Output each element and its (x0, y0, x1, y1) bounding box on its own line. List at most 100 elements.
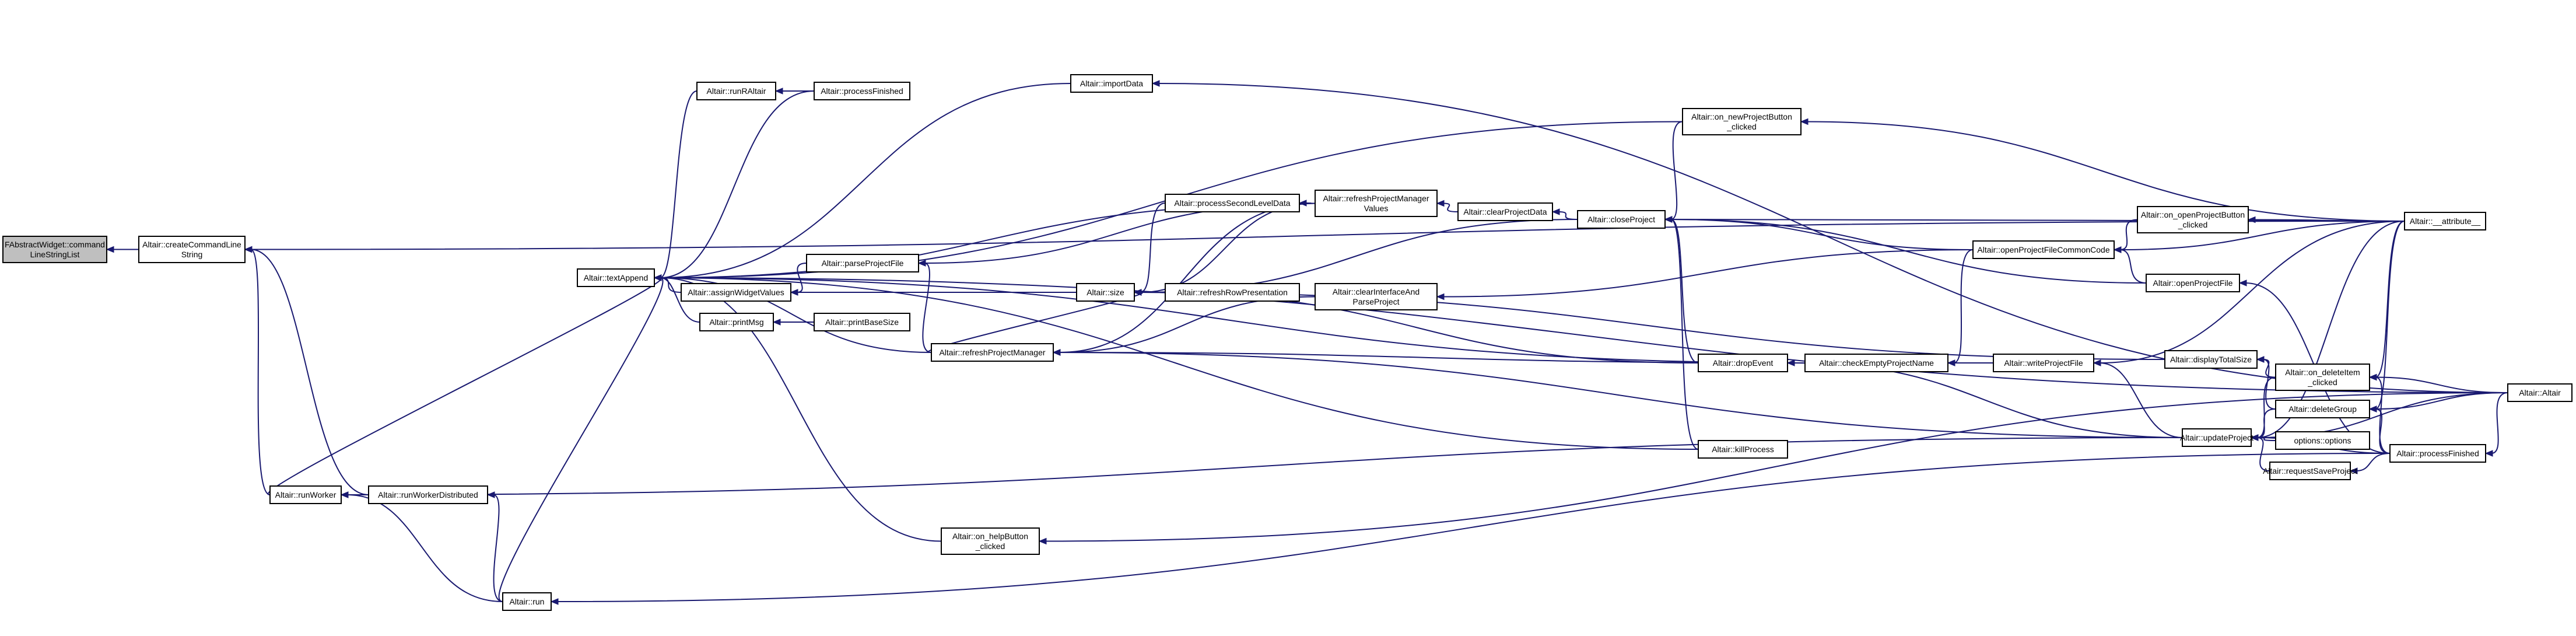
edge-attribute-to-deleteGroup (2375, 221, 2405, 410)
arrowhead-updateProject-to-dropEvent (1786, 359, 1795, 366)
node-box-runWorkerDist (368, 485, 488, 504)
node-label-printMsg-0: Altair::printMsg (709, 317, 763, 327)
node-label-updateProject-0: Altair::updateProject (2180, 433, 2253, 442)
arrowhead-altair-to-onDeleteItem (2368, 373, 2377, 381)
edge-openProjectFile-to-closeProject (1670, 219, 2147, 284)
edge-killProcess-to-closeProject (1670, 219, 1699, 450)
node-box-printBaseSize (814, 313, 910, 331)
node-assignWidget[interactable]: Altair::assignWidgetValues (681, 283, 791, 302)
node-displayTotal[interactable]: Altair::displayTotalSize (2164, 350, 2258, 369)
node-printBaseSize[interactable]: Altair::printBaseSize (814, 313, 910, 331)
edge-openCommon-to-checkEmpty (1953, 249, 1974, 364)
node-box-attribute (2404, 212, 2486, 230)
node-label-onHelp-1: _clicked (975, 541, 1005, 551)
node-onNewProject[interactable]: Altair::on_newProjectButton_clicked (1682, 108, 1802, 135)
node-box-processFinished2 (2389, 444, 2486, 463)
arrowhead-deleteGroup-to-displayTotal (2256, 356, 2265, 363)
arrowhead-attribute-to-createCmd (244, 246, 253, 253)
node-requestSave[interactable]: Altair::requestSaveProject (2263, 462, 2357, 480)
node-runWorker[interactable]: Altair::runWorker (269, 485, 342, 504)
edge-runWorkerDist-to-createCmd (250, 249, 369, 495)
edge-updateProject-to-dropEvent (1793, 362, 2183, 438)
node-box-refreshPM (931, 343, 1054, 362)
node-attribute[interactable]: Altair::__attribute__ (2404, 212, 2486, 230)
node-label-processFinished1-0: Altair::processFinished (821, 86, 903, 96)
node-parseProjectFile[interactable]: Altair::parseProjectFile (806, 254, 919, 272)
node-clearProjectData[interactable]: Altair::clearProjectData (1457, 202, 1553, 221)
node-checkEmpty[interactable]: Altair::checkEmptyProjectName (1804, 354, 1948, 372)
node-openProjectFile[interactable]: Altair::openProjectFile (2146, 274, 2240, 292)
node-processFinished2[interactable]: Altair::processFinished (2389, 444, 2486, 463)
arrowhead-attribute-to-closeProject (1664, 216, 1673, 223)
node-box-requestSave (2269, 462, 2351, 480)
edge-onNewProject-to-closeProject (1670, 121, 1683, 220)
edge-altair-to-processFinished2 (2491, 392, 2508, 454)
node-openCommon[interactable]: Altair::openProjectFileCommonCode (1972, 240, 2115, 259)
node-box-runRAltair (696, 82, 776, 100)
node-onDeleteItem[interactable]: Altair::on_deleteItem_clicked (2275, 364, 2370, 391)
node-box-closeProject (1577, 210, 1666, 229)
node-label-attribute-0: Altair::__attribute__ (2410, 216, 2481, 226)
node-processSecond[interactable]: Altair::processSecondLevelData (1165, 194, 1300, 212)
node-options[interactable]: options::options (2275, 431, 2370, 450)
edge-closeProject-to-clearProjectData (1558, 211, 1578, 220)
node-deleteGroup[interactable]: Altair::deleteGroup (2275, 400, 2370, 418)
node-processFinished1[interactable]: Altair::processFinished (814, 82, 910, 100)
edge-attribute-to-onNewProject (1806, 121, 2405, 222)
edge-run-to-runWorkerDist (493, 494, 503, 602)
node-label-closeProject-0: Altair::closeProject (1587, 215, 1655, 224)
arrowhead-altair-to-processFinished2 (2484, 450, 2493, 457)
node-onOpenProject[interactable]: Altair::on_openProjectButton_clicked (2137, 206, 2249, 233)
edge-importData-to-textAppend (660, 83, 1071, 278)
node-closeProject[interactable]: Altair::closeProject (1577, 210, 1666, 229)
node-box-assignWidget (681, 283, 791, 302)
edge-attribute-to-openCommon (2119, 221, 2405, 250)
edge-altair-to-onHelp (1045, 392, 2508, 542)
node-importData[interactable]: Altair::importData (1070, 74, 1153, 93)
node-size[interactable]: Altair::size (1076, 283, 1135, 302)
node-writeProjectFile[interactable]: Altair::writeProjectFile (1993, 354, 2094, 372)
arrowhead-attribute-to-writeProjectFile (2093, 359, 2101, 366)
edge-attribute-to-updateProject (2256, 221, 2405, 438)
edge-run-to-runWorker (346, 494, 503, 602)
node-updateProject[interactable]: Altair::updateProject (2180, 428, 2253, 447)
node-onHelp[interactable]: Altair::on_helpButton_clicked (941, 527, 1040, 555)
node-printMsg[interactable]: Altair::printMsg (699, 313, 774, 331)
arrowhead-altair-to-updateProject (2250, 434, 2259, 441)
node-runWorkerDist[interactable]: Altair::runWorkerDistributed (368, 485, 488, 504)
edge-runWorker-to-createCmd (250, 249, 271, 495)
node-run[interactable]: Altair::run (502, 592, 552, 611)
node-textAppend[interactable]: Altair::textAppend (577, 268, 655, 287)
node-label-altair-0: Altair::Altair (2519, 388, 2561, 397)
edge-refreshPM-to-textAppend (660, 277, 932, 353)
edge-openProjectFile-to-openCommon (2119, 249, 2147, 284)
node-label-writeProjectFile-0: Altair::writeProjectFile (2004, 358, 2083, 368)
node-label-processFinished2-0: Altair::processFinished (2396, 449, 2479, 458)
edge-refreshPMValues-to-textAppend (660, 202, 1316, 278)
node-refreshRow[interactable]: Altair::refreshRowPresentation (1165, 283, 1300, 302)
node-box-root (2, 236, 107, 263)
node-label-options-0: options::options (2294, 436, 2351, 445)
node-label-openCommon-0: Altair::openProjectFileCommonCode (1977, 245, 2109, 254)
node-refreshPM[interactable]: Altair::refreshProjectManager (931, 343, 1054, 362)
edge-attribute-to-writeProjectFile (2099, 221, 2405, 364)
node-runRAltair[interactable]: Altair::runRAltair (696, 82, 776, 100)
node-label-printBaseSize-0: Altair::printBaseSize (825, 317, 899, 327)
node-label-runWorker-0: Altair::runWorker (275, 490, 337, 499)
node-killProcess[interactable]: Altair::killProcess (1698, 440, 1788, 459)
node-label-importData-0: Altair::importData (1080, 79, 1143, 88)
arrowhead-openCommon-to-clearInterface (1436, 293, 1445, 300)
edge-updateProject-to-runWorker (346, 437, 2183, 495)
node-box-openProjectFile (2146, 274, 2240, 292)
node-altair[interactable]: Altair::Altair (2507, 383, 2573, 402)
node-label-onOpenProject-0: Altair::on_openProjectButton (2141, 210, 2245, 219)
node-label-onDeleteItem-1: _clicked (2307, 378, 2337, 387)
node-dropEvent[interactable]: Altair::dropEvent (1698, 354, 1788, 372)
edge-refreshPMValues-to-refreshPM (1059, 202, 1316, 353)
node-label-assignWidget-0: Altair::assignWidgetValues (688, 288, 784, 297)
node-label-clearInterface-1: ParseProject (1352, 297, 1399, 306)
